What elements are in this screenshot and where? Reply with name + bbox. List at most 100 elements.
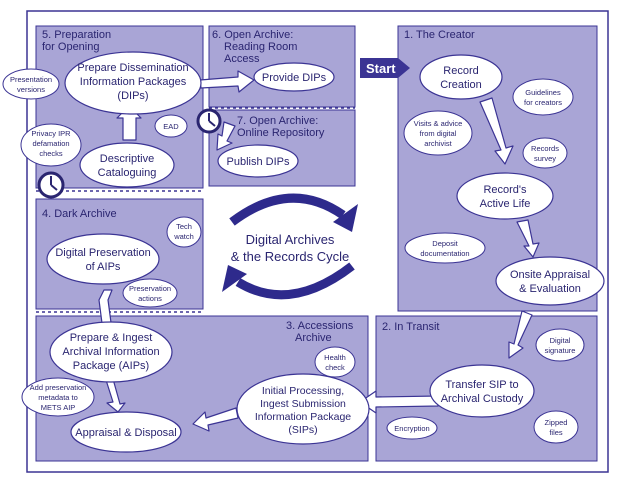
node-appraisal-disposal: Appraisal & Disposal: [70, 411, 182, 453]
svg-text:Package (AIPs): Package (AIPs): [73, 360, 149, 372]
svg-text:Onsite Appraisal: Onsite Appraisal: [510, 269, 590, 281]
panel-4-title: 4. Dark Archive: [42, 208, 117, 220]
node-active-life: Record's Active Life: [456, 172, 554, 220]
svg-text:Record's: Record's: [483, 184, 527, 196]
panel-3-title-1: 3. Accessions: [286, 320, 354, 332]
arrow-appraisal-to-transfer: [508, 310, 533, 359]
node-onsite-appraisal: Onsite Appraisal & Evaluation: [495, 256, 605, 306]
node-provide-dips: Provide DIPs: [253, 62, 335, 92]
node-prepare-dissemination: Prepare Dissemination Information Packag…: [64, 51, 202, 115]
svg-text:(SIPs): (SIPs): [288, 424, 317, 436]
svg-text:Archival Custody: Archival Custody: [441, 393, 524, 405]
arrow-ingest-to-appraisal: [192, 407, 239, 432]
svg-text:from digital: from digital: [420, 129, 457, 138]
svg-text:Publish DIPs: Publish DIPs: [227, 156, 290, 168]
svg-text:Provide DIPs: Provide DIPs: [262, 72, 327, 84]
panel-6-title-2: Reading Room: [224, 41, 297, 53]
svg-text:METS AIP: METS AIP: [41, 403, 76, 412]
svg-text:Ingest Submission: Ingest Submission: [260, 398, 346, 410]
node-prepare-ingest: Prepare & Ingest Archival Information Pa…: [49, 321, 173, 383]
note-privacy-checks: Privacy IPR defamation checks: [20, 123, 82, 167]
svg-text:Descriptive: Descriptive: [100, 153, 154, 165]
center-title-line-2: & the Records Cycle: [231, 249, 350, 264]
svg-text:EAD: EAD: [163, 122, 179, 131]
arrow-active-to-appraisal: [516, 219, 540, 258]
panel-3-title-2: Archive: [295, 332, 332, 344]
note-add-preservation-metadata: Add preservation metadata to METS AIP: [21, 377, 95, 417]
note-health-check: Health check: [314, 346, 356, 378]
svg-text:Visits & advice: Visits & advice: [414, 119, 463, 128]
panel-1-title: 1. The Creator: [404, 29, 475, 41]
svg-text:Information Packages: Information Packages: [80, 76, 187, 88]
svg-text:Records: Records: [531, 144, 559, 153]
svg-text:Transfer SIP to: Transfer SIP to: [445, 379, 518, 391]
note-ead: EAD: [154, 114, 188, 138]
clock-icon: [196, 108, 222, 134]
arrow-to-publish: [216, 121, 236, 151]
svg-text:Privacy IPR: Privacy IPR: [31, 129, 71, 138]
panel-7-title-2: Online Repository: [237, 127, 325, 139]
svg-text:watch: watch: [173, 232, 194, 241]
note-deposit-documentation: Deposit documentation: [404, 232, 486, 264]
svg-text:of AIPs: of AIPs: [86, 261, 121, 273]
note-visits: Visits & advice from digital archivist: [403, 110, 473, 156]
svg-text:Cataloguing: Cataloguing: [98, 167, 157, 179]
svg-text:Prepare & Ingest: Prepare & Ingest: [70, 332, 153, 344]
svg-text:Health: Health: [324, 353, 346, 362]
svg-text:Initial Processing,: Initial Processing,: [262, 385, 344, 397]
svg-text:survey: survey: [534, 154, 556, 163]
svg-text:Active Life: Active Life: [480, 198, 531, 210]
arrow-disposal-to-prepare: [105, 378, 126, 413]
svg-text:Add preservation: Add preservation: [30, 383, 87, 392]
svg-text:Information Package: Information Package: [255, 411, 351, 423]
svg-text:versions: versions: [17, 85, 45, 94]
node-descriptive-cataloguing: Descriptive Cataloguing: [79, 142, 175, 188]
note-preservation-actions: Preservation actions: [122, 278, 178, 308]
note-tech-watch: Tech watch: [166, 216, 202, 248]
svg-text:Preservation: Preservation: [129, 284, 171, 293]
node-digital-preservation: Digital Preservation of AIPs: [46, 233, 160, 285]
svg-text:actions: actions: [138, 294, 162, 303]
svg-text:Record: Record: [443, 65, 478, 77]
svg-text:metadata to: metadata to: [38, 393, 78, 402]
clock-icon: [37, 171, 65, 199]
svg-text:defamation: defamation: [32, 139, 69, 148]
node-publish-dips: Publish DIPs: [217, 144, 299, 178]
panel-6-title-1: 6. Open Archive:: [212, 29, 293, 41]
svg-text:Deposit: Deposit: [432, 239, 458, 248]
node-record-creation: Record Creation: [419, 54, 503, 100]
cycle-arrowhead-top: [333, 204, 358, 232]
svg-text:files: files: [549, 428, 563, 437]
panel-5-title-2: for Opening: [42, 41, 99, 53]
note-zipped-files: Zipped files: [533, 410, 579, 444]
svg-text:archivist: archivist: [424, 139, 452, 148]
svg-text:Digital: Digital: [550, 336, 571, 345]
note-records-survey: Records survey: [522, 137, 568, 169]
svg-text:Presentation: Presentation: [10, 75, 52, 84]
panel-2-title: 2. In Transit: [382, 321, 439, 333]
arrow-dissemination-to-provide: [199, 70, 255, 93]
svg-text:Creation: Creation: [440, 79, 482, 91]
panel-7-title-1: 7. Open Archive:: [237, 115, 318, 127]
svg-text:Appraisal & Disposal: Appraisal & Disposal: [75, 427, 177, 439]
svg-text:Prepare Dissemination: Prepare Dissemination: [77, 62, 188, 74]
cycle-arrow-bottom: [235, 262, 355, 300]
node-transfer-sip: Transfer SIP to Archival Custody: [429, 364, 535, 418]
svg-text:checks: checks: [39, 149, 63, 158]
svg-text:Encryption: Encryption: [394, 424, 429, 433]
note-presentation-versions: Presentation versions: [2, 68, 60, 100]
svg-text:for creators: for creators: [524, 98, 562, 107]
svg-text:Zipped: Zipped: [545, 418, 568, 427]
panel-6-title-3: Access: [224, 53, 260, 65]
start-label: Start: [366, 61, 396, 76]
svg-text:check: check: [325, 363, 345, 372]
flow-arrows: [98, 70, 540, 432]
svg-text:signature: signature: [545, 346, 576, 355]
note-digital-signature: Digital signature: [535, 328, 585, 362]
panel-5-title-1: 5. Preparation: [42, 29, 111, 41]
svg-text:Digital Preservation: Digital Preservation: [55, 247, 150, 259]
svg-text:Archival Information: Archival Information: [62, 346, 159, 358]
note-encryption: Encryption: [386, 416, 438, 440]
center-title-line-1: Digital Archives: [246, 232, 335, 247]
